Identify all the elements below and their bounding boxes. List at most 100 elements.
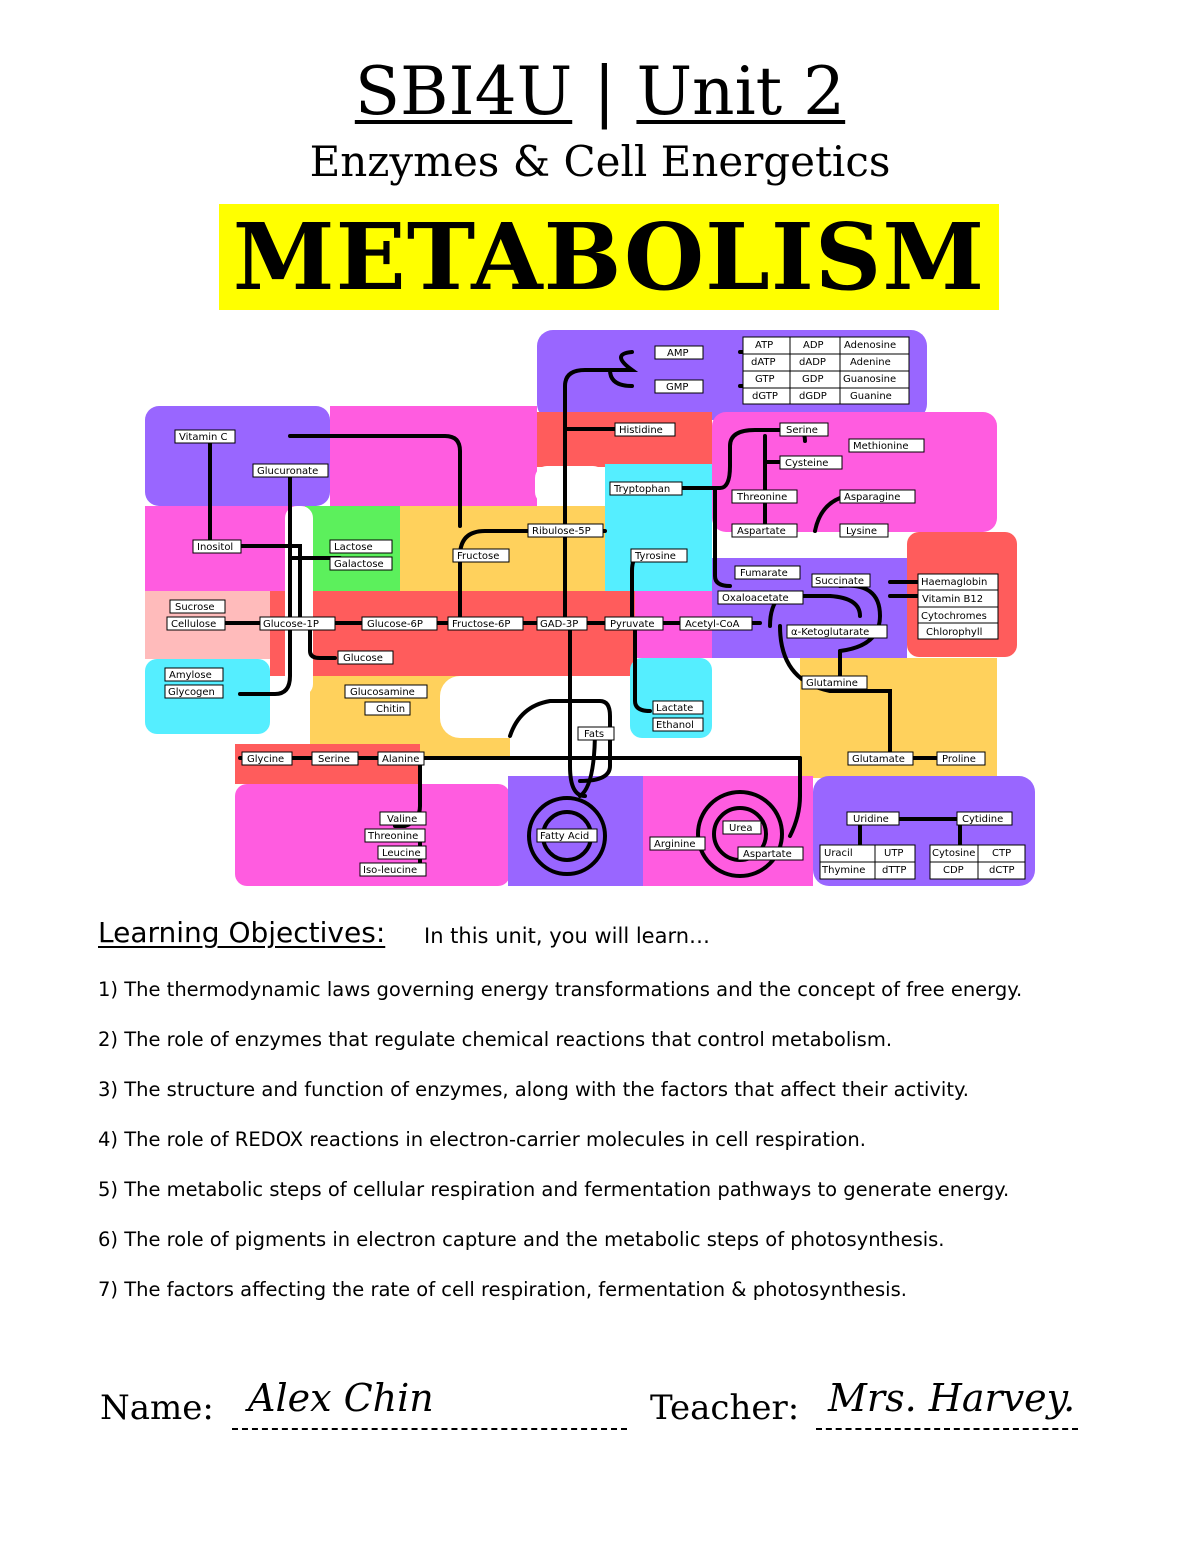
svg-text:GDP: GDP — [802, 374, 823, 385]
svg-text:Glucose-6P: Glucose-6P — [367, 619, 423, 630]
objective-item: 6) The role of pigments in electron capt… — [98, 1228, 945, 1251]
svg-text:Iso-leucine: Iso-leucine — [363, 865, 417, 876]
svg-text:Fumarate: Fumarate — [740, 568, 788, 579]
svg-text:Tyrosine: Tyrosine — [634, 551, 676, 562]
objectives-intro: In this unit, you will learn… — [424, 924, 711, 948]
course-header: SBI4U | Unit 2 — [0, 52, 1200, 132]
svg-text:Ethanol: Ethanol — [656, 720, 694, 731]
svg-text:CDP: CDP — [943, 865, 964, 876]
header-separator: | — [593, 53, 616, 130]
svg-text:GTP: GTP — [755, 374, 775, 385]
svg-text:dADP: dADP — [799, 357, 826, 368]
svg-text:Glutamine: Glutamine — [806, 678, 858, 689]
svg-text:Haemaglobin: Haemaglobin — [921, 577, 987, 588]
objectives-heading: Learning Objectives: — [98, 916, 386, 949]
svg-text:Cysteine: Cysteine — [785, 458, 828, 469]
svg-text:dGTP: dGTP — [752, 391, 778, 402]
svg-text:Pyruvate: Pyruvate — [610, 619, 655, 630]
svg-text:Lactose: Lactose — [334, 542, 373, 553]
svg-text:Tryptophan: Tryptophan — [613, 484, 670, 495]
svg-text:Serine: Serine — [786, 425, 818, 436]
svg-text:Glucuronate: Glucuronate — [257, 466, 318, 477]
svg-text:ADP: ADP — [803, 340, 824, 351]
svg-text:Threonine: Threonine — [367, 831, 418, 842]
svg-text:Cellulose: Cellulose — [171, 619, 216, 630]
svg-text:Glycogen: Glycogen — [168, 687, 215, 698]
signature-row: Name: Alex Chin Teacher: Mrs. Harvey. — [100, 1376, 1090, 1446]
svg-text:Vitamin B12: Vitamin B12 — [922, 594, 983, 605]
svg-text:Glucose: Glucose — [343, 653, 383, 664]
svg-text:Chitin: Chitin — [376, 704, 405, 715]
svg-text:AMP: AMP — [667, 348, 689, 359]
svg-text:Aspartate: Aspartate — [743, 849, 792, 860]
title-highlight — [219, 204, 999, 310]
teacher-line — [816, 1428, 1078, 1430]
objective-item: 3) The structure and function of enzymes… — [98, 1078, 969, 1101]
svg-text:Acetyl-CoA: Acetyl-CoA — [685, 619, 740, 630]
svg-text:Cytidine: Cytidine — [962, 814, 1003, 825]
svg-text:Asparagine: Asparagine — [844, 492, 900, 503]
svg-text:Adenine: Adenine — [850, 357, 891, 368]
svg-text:Glucosamine: Glucosamine — [350, 687, 415, 698]
course-code: SBI4U — [354, 53, 573, 130]
svg-text:Guanine: Guanine — [850, 391, 892, 402]
svg-text:Urea: Urea — [729, 823, 753, 834]
svg-text:dGDP: dGDP — [799, 391, 827, 402]
svg-text:Galactose: Galactose — [334, 559, 384, 570]
name-handwriting: Alex Chin — [248, 1376, 434, 1420]
svg-text:Glucose-1P: Glucose-1P — [263, 619, 319, 630]
svg-text:Oxaloacetate: Oxaloacetate — [722, 593, 789, 604]
svg-text:Glycine: Glycine — [247, 754, 284, 765]
svg-text:Inositol: Inositol — [197, 542, 233, 553]
svg-text:dTTP: dTTP — [882, 865, 906, 876]
objective-item: 1) The thermodynamic laws governing ener… — [98, 978, 1023, 1001]
page-title: METABOLISM — [232, 203, 986, 311]
svg-text:Sucrose: Sucrose — [175, 602, 215, 613]
svg-text:Valine: Valine — [387, 814, 417, 825]
svg-text:CTP: CTP — [992, 848, 1011, 859]
teacher-handwriting: Mrs. Harvey. — [828, 1376, 1076, 1420]
svg-text:Methionine: Methionine — [853, 441, 909, 452]
svg-text:Glutamate: Glutamate — [852, 754, 905, 765]
svg-text:α-Ketoglutarate: α-Ketoglutarate — [791, 627, 869, 638]
svg-text:Ribulose-5P: Ribulose-5P — [532, 526, 591, 537]
svg-text:Fructose-6P: Fructose-6P — [452, 619, 510, 630]
objective-item: 5) The metabolic steps of cellular respi… — [98, 1178, 1010, 1201]
svg-text:Thymine: Thymine — [821, 865, 865, 876]
objective-item: 4) The role of REDOX reactions in electr… — [98, 1128, 866, 1151]
svg-text:dATP: dATP — [751, 357, 776, 368]
name-label: Name: — [100, 1388, 214, 1428]
name-line — [232, 1428, 627, 1430]
svg-text:GAD-3P: GAD-3P — [540, 619, 578, 630]
unit-label: Unit 2 — [636, 53, 846, 130]
svg-text:dCTP: dCTP — [989, 865, 1014, 876]
svg-text:GMP: GMP — [666, 382, 688, 393]
svg-text:Proline: Proline — [942, 754, 976, 765]
svg-text:Fructose: Fructose — [457, 551, 499, 562]
svg-text:UTP: UTP — [884, 848, 903, 859]
svg-text:ATP: ATP — [755, 340, 773, 351]
svg-text:Cytosine: Cytosine — [932, 848, 975, 859]
svg-text:Uracil: Uracil — [824, 848, 853, 859]
objective-item: 2) The role of enzymes that regulate che… — [98, 1028, 893, 1051]
svg-text:Aspartate: Aspartate — [737, 526, 786, 537]
teacher-label: Teacher: — [650, 1388, 800, 1428]
objective-item: 7) The factors affecting the rate of cel… — [98, 1278, 907, 1301]
svg-text:Chlorophyll: Chlorophyll — [926, 627, 982, 638]
svg-text:Uridine: Uridine — [853, 814, 889, 825]
svg-text:Threonine: Threonine — [736, 492, 787, 503]
svg-text:Guanosine: Guanosine — [843, 374, 896, 385]
svg-text:Fats: Fats — [584, 729, 604, 740]
svg-text:Arginine: Arginine — [654, 839, 696, 850]
svg-text:Cytochromes: Cytochromes — [921, 611, 987, 622]
svg-text:Fatty Acid: Fatty Acid — [540, 831, 589, 842]
svg-text:Serine: Serine — [318, 754, 350, 765]
svg-text:Lactate: Lactate — [656, 703, 693, 714]
svg-text:Succinate: Succinate — [815, 576, 864, 587]
map-regions — [145, 330, 1035, 886]
svg-text:Lysine: Lysine — [846, 526, 877, 537]
svg-text:Amylose: Amylose — [169, 670, 212, 681]
svg-text:Leucine: Leucine — [382, 848, 421, 859]
